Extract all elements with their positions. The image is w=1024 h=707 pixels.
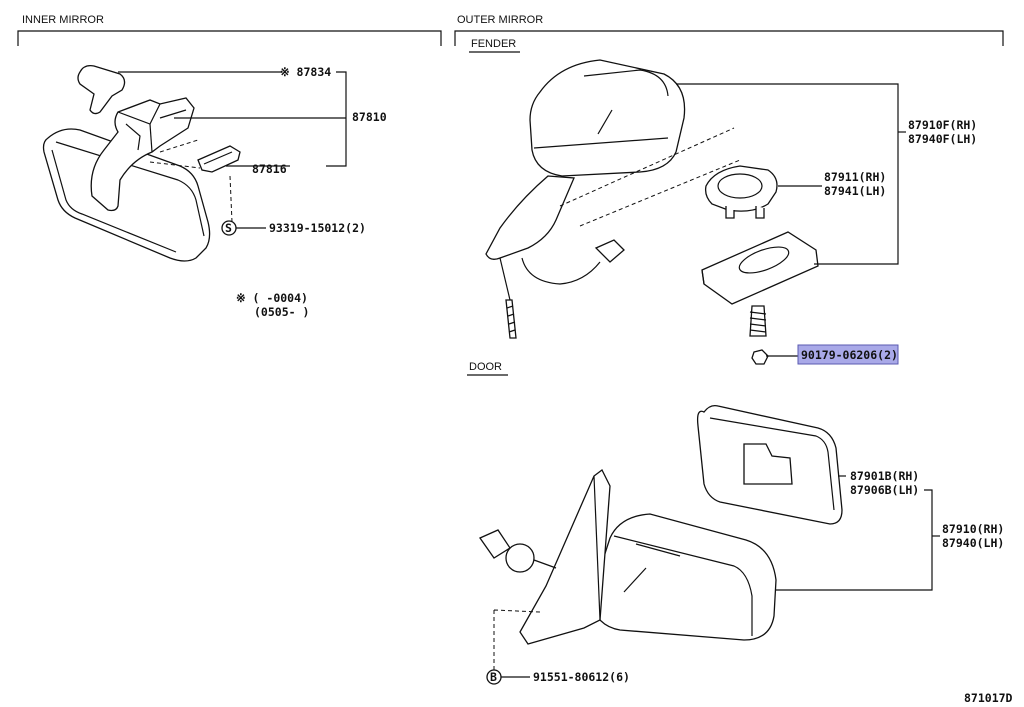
- callout-b: B: [490, 670, 497, 684]
- fender-mirror-illustration: [485, 59, 819, 365]
- label-87910[interactable]: 87910(RH): [942, 522, 1004, 536]
- inner-mirror-bracket: [17, 30, 442, 46]
- label-87940f[interactable]: 87940F(LH): [908, 132, 977, 146]
- door-mirror-illustration: [479, 404, 843, 676]
- callout-s: S: [225, 221, 232, 235]
- label-87810[interactable]: 87810: [352, 110, 387, 124]
- label-93319[interactable]: 93319-15012(2): [269, 221, 366, 235]
- leader-87910-bracket: [776, 489, 933, 591]
- outer-mirror-bracket: [454, 30, 1004, 46]
- note-line-1: ※ ( -0004): [236, 291, 308, 305]
- leader-87910f-bracket: [676, 83, 899, 265]
- figure-id: 871017D: [964, 691, 1013, 705]
- label-87911[interactable]: 87911(RH): [824, 170, 886, 184]
- inner-mirror-header: INNER MIRROR: [22, 14, 104, 26]
- outer-mirror-header: OUTER MIRROR: [457, 14, 543, 26]
- fender-header: FENDER: [471, 38, 516, 50]
- label-87816[interactable]: 87816: [252, 162, 287, 176]
- door-header: DOOR: [469, 361, 502, 373]
- label-87834[interactable]: ※ 87834: [280, 65, 331, 79]
- note-line-2: (0505- ): [254, 305, 309, 319]
- inner-mirror-illustration: [42, 64, 241, 262]
- leader-87810-bracket: [326, 71, 347, 167]
- label-87910f[interactable]: 87910F(RH): [908, 118, 977, 132]
- label-87940[interactable]: 87940(LH): [942, 536, 1004, 550]
- label-91551[interactable]: 91551-80612(6): [533, 670, 630, 684]
- label-87906b[interactable]: 87906B(LH): [850, 483, 919, 497]
- label-90179[interactable]: 90179-06206(2): [801, 348, 898, 362]
- label-87901b[interactable]: 87901B(RH): [850, 469, 919, 483]
- label-87941[interactable]: 87941(LH): [824, 184, 886, 198]
- highlight-90179: [797, 344, 899, 365]
